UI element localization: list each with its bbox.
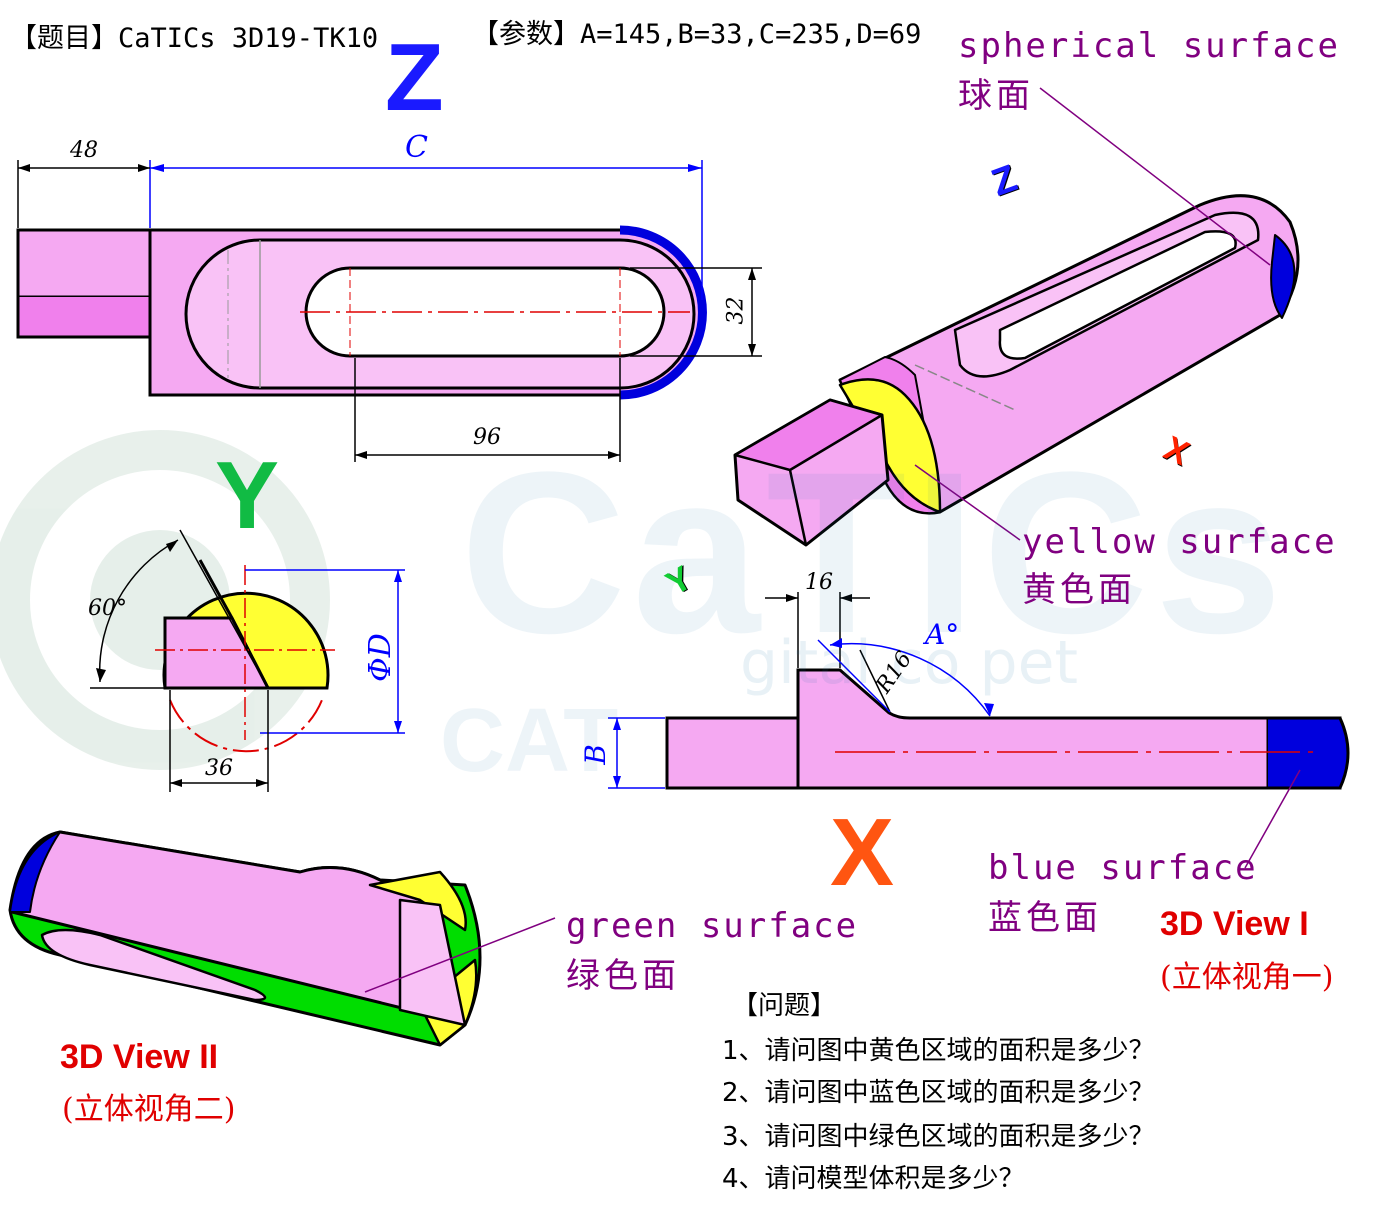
- front-view: [665, 668, 1350, 790]
- label-green-cn: 绿色面: [566, 956, 680, 996]
- view-two-title: 3D View II: [60, 1038, 219, 1076]
- dim-a-deg: A°: [925, 618, 960, 651]
- label-green-en: green surface: [566, 906, 859, 946]
- questions-heading: 【问题】: [732, 991, 837, 1021]
- axis-z-label: Z: [385, 24, 444, 131]
- watermark-sub: gital co pet: [740, 628, 1079, 698]
- dim-phi-d: ΦD: [362, 633, 398, 682]
- params-text: A=145,B=33,C=235,D=69: [580, 19, 922, 50]
- dim-32: 32: [723, 296, 749, 325]
- view-one-title: 3D View I: [1160, 905, 1309, 943]
- label-yellow-en: yellow surface: [1022, 522, 1337, 562]
- dim-16: 16: [805, 570, 833, 595]
- leader-lines: [364, 87, 1301, 993]
- title-tag: 【题目】: [10, 23, 118, 54]
- view-two-subtitle: (立体视角二): [62, 1092, 236, 1127]
- dim-b: B: [578, 744, 612, 765]
- title-text: CaTICs 3D19-TK10: [118, 23, 379, 54]
- axis-x-label: X: [830, 799, 895, 906]
- axis-y-label: Y: [215, 442, 280, 549]
- question-1: 1、请问图中黄色区域的面积是多少？: [722, 1036, 1155, 1066]
- side-view: [155, 559, 335, 753]
- dim-60-deg: 60°: [88, 596, 127, 621]
- params-line: 【参数】A=145,B=33,C=235,D=69: [472, 12, 921, 51]
- title-line: 【题目】CaTICs 3D19-TK10: [10, 16, 378, 55]
- side-view-dimensions: [90, 529, 405, 792]
- dim-96: 96: [473, 425, 501, 450]
- watermark-brand: CaTICs: [460, 424, 1289, 681]
- dim-36: 36: [205, 756, 233, 781]
- 3d-view-one: [733, 194, 1300, 547]
- top-view: [16, 225, 707, 400]
- dim-48: 48: [70, 138, 98, 163]
- top-view-dimensions: [17, 160, 762, 462]
- front-view-dimensions: [608, 592, 994, 789]
- question-3: 3、请问图中绿色区域的面积是多少？: [722, 1122, 1155, 1152]
- 3d-view-two: [8, 830, 482, 1047]
- label-yellow-cn: 黄色面: [1022, 570, 1136, 610]
- label-spherical-en: spherical surface: [958, 26, 1340, 66]
- watermark-sub2: CAT: [440, 691, 619, 791]
- view-one-subtitle: (立体视角一): [1160, 960, 1334, 995]
- label-spherical-cn: 球面: [958, 76, 1034, 116]
- label-blue-en: blue surface: [988, 848, 1258, 888]
- label-blue-cn: 蓝色面: [988, 898, 1102, 938]
- question-2: 2、请问图中蓝色区域的面积是多少？: [722, 1078, 1155, 1108]
- dim-c: C: [405, 130, 428, 165]
- params-tag: 【参数】: [472, 19, 580, 50]
- question-4: 4、请问模型体积是多少？: [722, 1164, 1025, 1194]
